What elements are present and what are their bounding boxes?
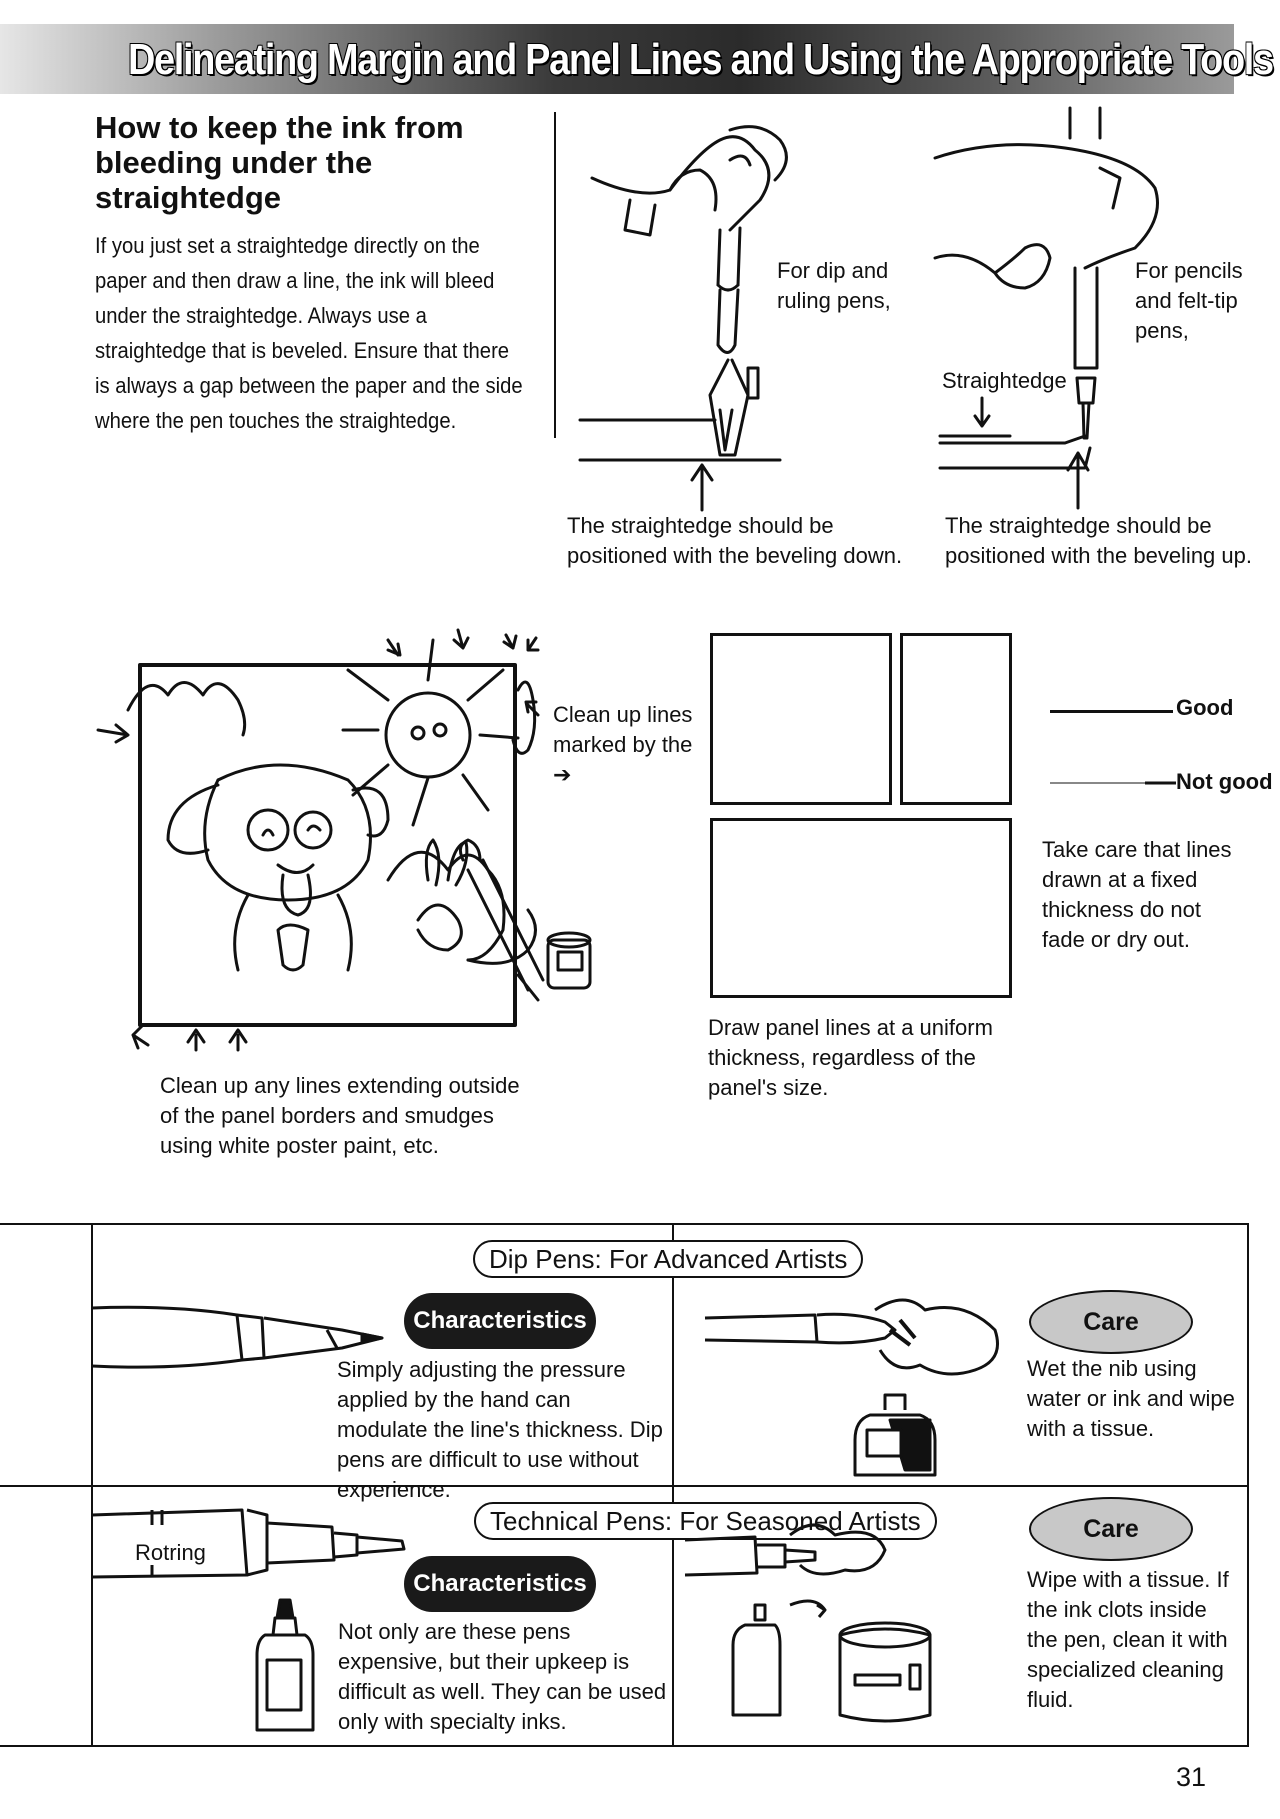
cleanup-note: Clean up lines marked by the ➔ — [553, 702, 693, 787]
panel-cleanup-illustration — [96, 628, 592, 1052]
technical-pen-illustration — [91, 1508, 406, 1579]
caption-bevel-down: The straightedge should be positioned wi… — [567, 513, 903, 568]
dip-pen-cleaning-illustration — [704, 1298, 999, 1477]
dip-pen-illustration — [91, 1305, 384, 1369]
bleed-heading: How to keep the ink from bleeding under … — [95, 110, 464, 215]
technical-care-badge: Care — [1029, 1497, 1193, 1561]
dip-pens-title: Dip Pens: For Advanced Artists — [473, 1240, 864, 1278]
table-top-border — [0, 1223, 1249, 1225]
pencil-label: For pencils and felt-tip pens, — [1135, 258, 1243, 343]
line-care-note: Take care that lines drawn at a fixed th… — [1042, 837, 1232, 952]
dip-care-text: Wet the nib using water or ink and wipe … — [1027, 1356, 1235, 1441]
technical-characteristics-text: Not only are these pens expensive, but t… — [338, 1619, 667, 1734]
technical-characteristics-badge: Characteristics — [404, 1556, 596, 1612]
technical-care-text: Wipe with a tissue. If the ink clots ins… — [1027, 1567, 1229, 1712]
table-right-border — [1247, 1223, 1249, 1747]
dip-pen-label: For dip and ruling pens, — [777, 258, 891, 313]
table-bottom-border — [0, 1745, 1249, 1747]
comic-panel-2 — [900, 633, 1012, 805]
not-good-line-sample — [1050, 781, 1176, 785]
dip-pen-hand-illustration — [578, 125, 788, 512]
uniform-caption: Draw panel lines at a uniform thickness,… — [708, 1015, 993, 1100]
title-banner — [0, 24, 1234, 94]
cleanup-caption: Clean up any lines extending outside of … — [160, 1073, 520, 1158]
dip-characteristics-badge: Characteristics — [404, 1293, 596, 1349]
dip-characteristics-text: Simply adjusting the pressure applied by… — [337, 1357, 663, 1502]
pencil-hand-illustration — [933, 106, 1159, 510]
dip-care-badge: Care — [1029, 1290, 1193, 1354]
rotring-label: Rotring — [135, 1540, 206, 1565]
table-left-border — [91, 1223, 93, 1747]
section-divider — [554, 112, 556, 438]
table-middle-border — [0, 1485, 1249, 1487]
good-line-sample — [1050, 710, 1173, 713]
not-good-label: Not good — [1176, 769, 1273, 794]
page-title: Delineating Margin and Panel Lines and U… — [128, 35, 1274, 84]
comic-panel-3 — [710, 818, 1012, 998]
straightedge-label: Straightedge — [942, 368, 1067, 393]
good-label: Good — [1176, 695, 1234, 720]
technical-pens-title: Technical Pens: For Seasoned Artists — [474, 1502, 937, 1540]
ink-bottle-illustration — [255, 1598, 315, 1732]
table-center-divider — [672, 1223, 674, 1747]
caption-bevel-up: The straightedge should be positioned wi… — [945, 513, 1252, 568]
comic-panel-1 — [710, 633, 892, 805]
bleed-body: If you just set a straightedge directly … — [95, 233, 523, 433]
page-number: 31 — [1176, 1762, 1207, 1792]
technical-pen-cleaning-illustration — [684, 1523, 932, 1723]
